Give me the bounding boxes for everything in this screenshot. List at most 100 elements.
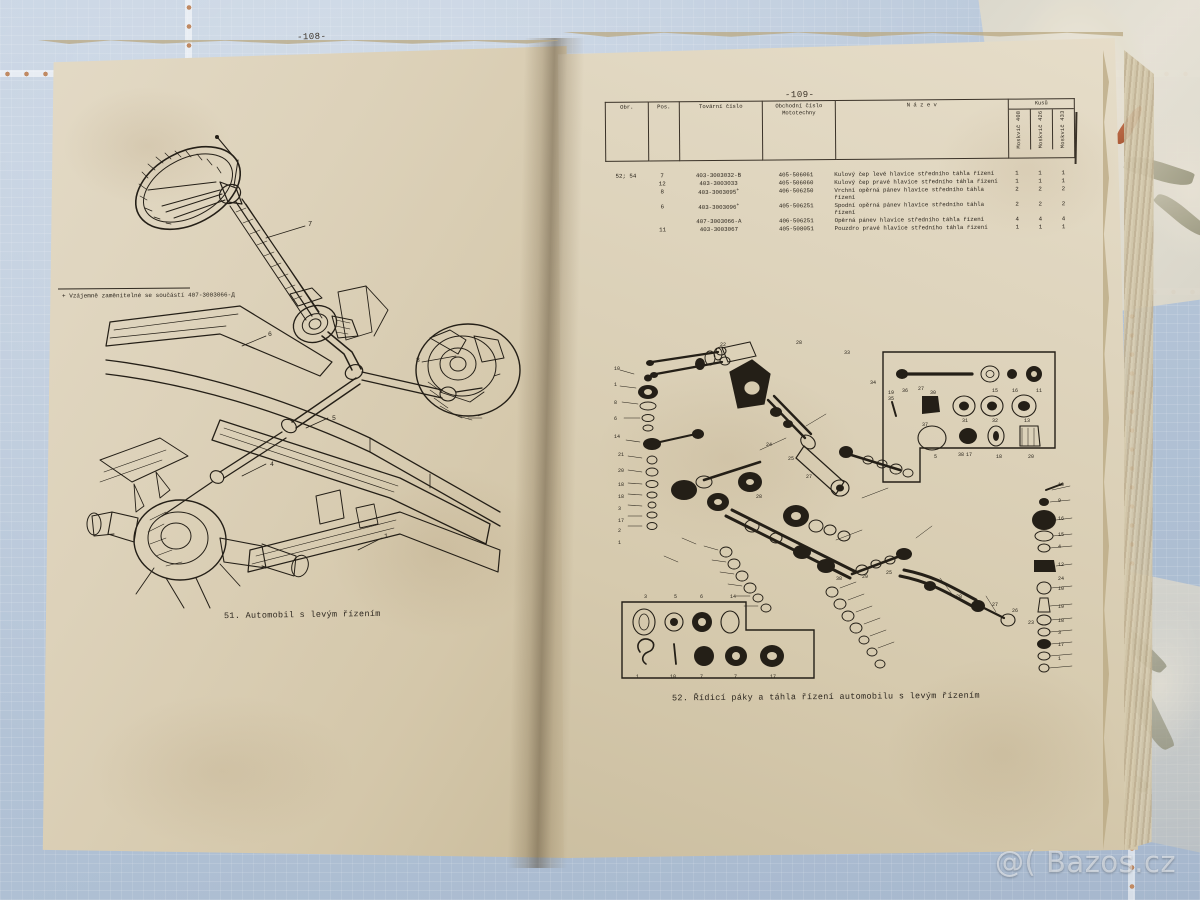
svg-text:17: 17 — [618, 518, 624, 524]
cell-qty-1: 1 — [1038, 223, 1043, 231]
svg-text:7: 7 — [734, 674, 737, 680]
svg-text:37: 37 — [922, 422, 928, 428]
cell-obchodni-cislo: 405-508051 — [778, 225, 814, 233]
svg-text:20: 20 — [1028, 454, 1034, 460]
cell-nazev: Vrchní opěrná pánev hlavice středního tá… — [834, 185, 984, 201]
svg-text:18: 18 — [618, 482, 624, 488]
page-edge-stack — [1124, 50, 1154, 850]
svg-text:18: 18 — [1058, 618, 1064, 624]
svg-text:2: 2 — [618, 528, 621, 534]
svg-text:3: 3 — [644, 594, 647, 600]
cell-pos: 8 — [660, 188, 665, 196]
svg-text:8: 8 — [614, 400, 617, 406]
svg-text:1: 1 — [384, 533, 388, 540]
svg-text:26: 26 — [1012, 608, 1018, 614]
svg-text:17: 17 — [966, 452, 972, 458]
th-nazev: N á z e v — [835, 99, 1009, 160]
svg-text:27: 27 — [918, 386, 924, 392]
cell-obchodni-cislo: 406-506250 — [778, 186, 814, 195]
svg-text:20: 20 — [618, 468, 624, 474]
svg-text:8: 8 — [416, 357, 420, 364]
torn-edge-right — [1103, 50, 1109, 850]
paper-stain — [888, 658, 1118, 848]
svg-text:1: 1 — [1058, 656, 1061, 662]
svg-text:22: 22 — [720, 342, 726, 348]
cell-qty-2: 1 — [1061, 176, 1066, 184]
svg-text:12: 12 — [1058, 562, 1064, 568]
cell-tovarni-cislo: 403-3003067 — [699, 225, 739, 234]
svg-text:18: 18 — [996, 454, 1002, 460]
svg-text:28: 28 — [756, 494, 762, 500]
cell-qty-2: 1 — [1061, 168, 1065, 176]
svg-text:38: 38 — [958, 452, 964, 458]
right-page-folio: -109- — [784, 89, 815, 101]
svg-text:5: 5 — [332, 415, 336, 422]
cell-qty-0: 1 — [1015, 177, 1019, 185]
svg-text:10: 10 — [614, 366, 620, 372]
cell-qty-0: 4 — [1015, 215, 1020, 223]
svg-text:28: 28 — [956, 594, 962, 600]
interchangeable-marker: + — [736, 187, 740, 193]
fabric-leaf — [1152, 189, 1200, 241]
svg-text:3: 3 — [1058, 630, 1061, 636]
svg-text:10: 10 — [1058, 482, 1064, 488]
torn-edge-top-right — [563, 32, 1123, 37]
svg-text:23: 23 — [1028, 620, 1034, 626]
cell-pos: 12 — [658, 179, 666, 187]
svg-text:15: 15 — [1058, 532, 1064, 538]
svg-text:33: 33 — [844, 350, 850, 356]
svg-text:5: 5 — [934, 454, 937, 460]
svg-text:34: 34 — [870, 380, 876, 386]
svg-text:24: 24 — [1058, 576, 1064, 582]
cell-nazev: Pouzdro pravé hlavice středního táhla ří… — [834, 223, 988, 232]
svg-text:29: 29 — [862, 574, 868, 580]
cell-qty-1: 1 — [1038, 168, 1042, 176]
th-obchodni-cislo: Obchodní číslo Mototechny — [762, 100, 836, 161]
svg-text:7: 7 — [700, 674, 703, 680]
svg-text:19: 19 — [1058, 604, 1064, 610]
svg-text:27: 27 — [806, 474, 812, 480]
figure-51-car-with-left-hand-steering: 7 — [70, 120, 521, 609]
svg-text:21: 21 — [618, 452, 624, 458]
svg-text:4: 4 — [270, 461, 274, 468]
cell-tovarni-cislo: 403-3003096+ — [698, 202, 740, 211]
th-quantity-group: Kusů Moskvič 408 Moskvič 426 Moskvič 433 — [1008, 98, 1075, 159]
svg-text:32: 32 — [992, 418, 998, 424]
svg-text:31: 31 — [962, 418, 968, 424]
cell-qty-0: 2 — [1015, 200, 1019, 208]
svg-text:13: 13 — [1024, 418, 1030, 424]
parts-table-header: Obr. Pos. Tovární číslo Obchodní číslo M… — [605, 98, 1075, 162]
svg-text:27: 27 — [992, 602, 998, 608]
cell-qty-1: 2 — [1038, 200, 1043, 208]
cell-pos: 6 — [660, 203, 665, 211]
svg-text:15: 15 — [992, 388, 998, 394]
svg-text:11: 11 — [1036, 388, 1042, 394]
grout-studs-vertical — [185, 0, 193, 90]
cell-qty-2: 4 — [1061, 215, 1066, 223]
th-obr: Obr. — [605, 102, 649, 162]
cell-obchodni-cislo: 405-506251 — [778, 201, 814, 210]
svg-text:24: 24 — [766, 442, 772, 448]
torn-edge-top-left — [38, 40, 558, 44]
paper-stain — [92, 696, 352, 846]
svg-text:38: 38 — [836, 576, 842, 582]
cell-obr — [605, 203, 647, 218]
svg-text:28: 28 — [796, 340, 802, 346]
cell-qty-2: 1 — [1061, 223, 1066, 231]
svg-text:25: 25 — [886, 570, 892, 576]
cell-obr — [605, 188, 647, 203]
cell-qty-1: 2 — [1038, 185, 1042, 193]
cell-pos: 7 — [660, 171, 664, 179]
cell-pos: 11 — [659, 226, 667, 234]
th-qty-moskvic-408: Moskvič 408 — [1015, 110, 1023, 149]
svg-text:36: 36 — [902, 388, 908, 394]
table-header-row: Obr. Pos. Tovární číslo Obchodní číslo M… — [605, 98, 1075, 162]
svg-text:16: 16 — [1012, 388, 1018, 394]
svg-text:6: 6 — [268, 331, 272, 338]
th-qty-moskvic-426: Moskvič 426 — [1037, 110, 1045, 149]
svg-text:10: 10 — [670, 674, 676, 680]
svg-text:14: 14 — [614, 434, 620, 440]
